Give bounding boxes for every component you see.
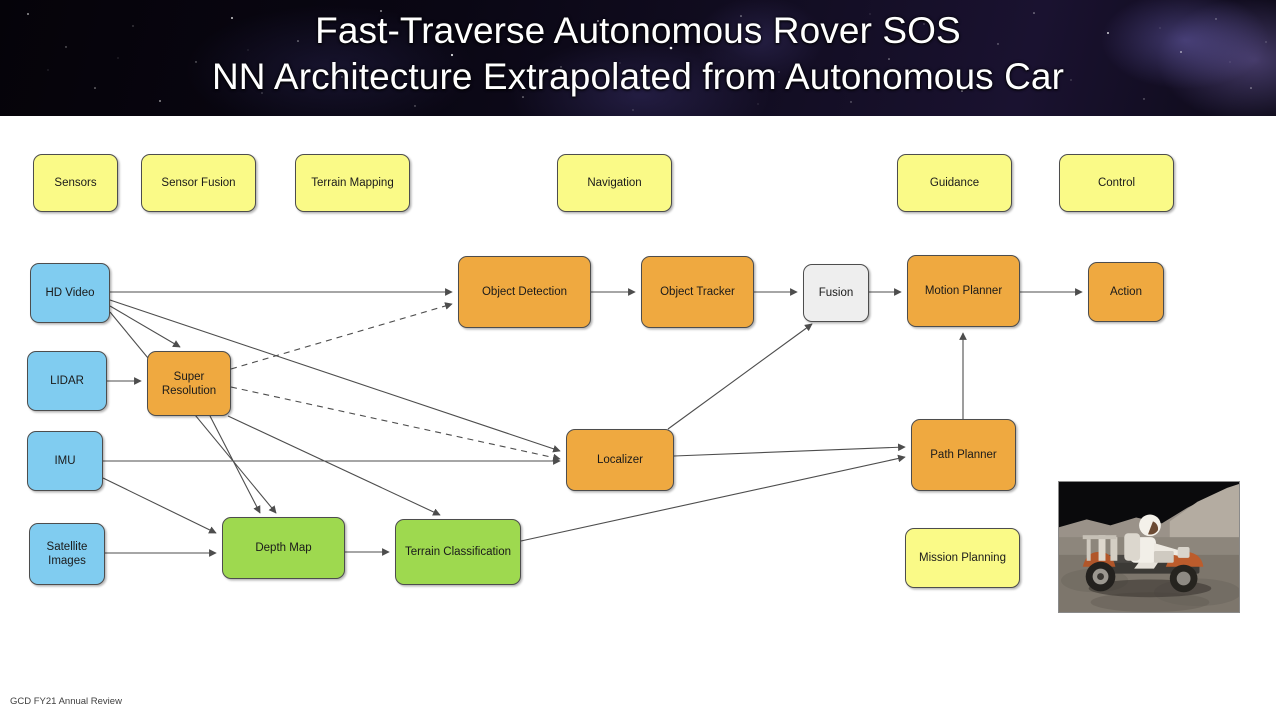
- lunar-rover-image: [1059, 482, 1239, 612]
- node-mission-planning[interactable]: Mission Planning: [905, 528, 1020, 588]
- node-path-planner-label: Path Planner: [930, 449, 997, 461]
- node-action[interactable]: Action: [1088, 262, 1164, 322]
- category-guidance-label: Guidance: [929, 177, 980, 189]
- node-depth-map-label: Depth Map: [255, 542, 312, 554]
- edge-imu-depth-map: [102, 477, 217, 534]
- category-navigation[interactable]: Navigation: [557, 154, 672, 212]
- edge-super-resolution-localizer: [230, 386, 561, 462]
- edge-localizer-path-planner: [673, 443, 906, 457]
- node-terrain-classification-label: Terrain Classification: [404, 546, 512, 558]
- edge-super-resolution-depth-map: [209, 415, 261, 514]
- category-guidance[interactable]: Guidance: [897, 154, 1012, 212]
- node-satellite-images[interactable]: Satellite Images: [29, 523, 105, 585]
- node-fusion-label: Fusion: [818, 287, 854, 299]
- node-motion-planner[interactable]: Motion Planner: [907, 255, 1020, 327]
- category-sensor-fusion[interactable]: Sensor Fusion: [141, 154, 256, 212]
- slide-header: Fast-Traverse Autonomous Rover SOS NN Ar…: [0, 0, 1276, 116]
- node-path-planner[interactable]: Path Planner: [911, 419, 1016, 491]
- category-control[interactable]: Control: [1059, 154, 1174, 212]
- node-object-tracker[interactable]: Object Tracker: [641, 256, 754, 328]
- category-sensors[interactable]: Sensors: [33, 154, 118, 212]
- category-sensor-fusion-label: Sensor Fusion: [161, 177, 236, 189]
- category-terrain-mapping-label: Terrain Mapping: [311, 177, 394, 189]
- node-imu-label: IMU: [54, 455, 76, 467]
- node-mission-planning-label: Mission Planning: [919, 552, 1006, 564]
- node-lidar[interactable]: LIDAR: [27, 351, 107, 411]
- node-object-tracker-label: Object Tracker: [660, 286, 735, 298]
- edge-hd-video-super-resolution: [109, 305, 181, 348]
- title-line-2: NN Architecture Extrapolated from Autono…: [211, 56, 1065, 97]
- category-navigation-label: Navigation: [587, 177, 642, 189]
- category-control-label: Control: [1097, 177, 1136, 189]
- node-lidar-label: LIDAR: [50, 375, 84, 387]
- node-hd-video[interactable]: HD Video: [30, 263, 110, 323]
- node-super-resolution[interactable]: Super Resolution: [147, 351, 231, 416]
- category-sensors-label: Sensors: [54, 177, 97, 189]
- footer-text: GCD FY21 Annual Review: [10, 696, 122, 707]
- edge-localizer-fusion: [667, 323, 813, 430]
- title-line-1: Fast-Traverse Autonomous Rover SOS: [315, 10, 961, 51]
- lunar-rover-photo: [1058, 481, 1240, 613]
- page-title: Fast-Traverse Autonomous Rover SOS NN Ar…: [0, 8, 1276, 100]
- node-satellite-images-label: Satellite Images: [46, 541, 88, 567]
- edge-super-resolution-terrain-classification: [227, 415, 441, 516]
- node-hd-video-label: HD Video: [45, 287, 95, 299]
- node-depth-map[interactable]: Depth Map: [222, 517, 345, 579]
- node-terrain-classification[interactable]: Terrain Classification: [395, 519, 521, 585]
- node-motion-planner-label: Motion Planner: [924, 285, 1003, 297]
- node-imu[interactable]: IMU: [27, 431, 103, 491]
- architecture-diagram: Sensors Sensor Fusion Terrain Mapping Na…: [0, 116, 1276, 714]
- category-terrain-mapping[interactable]: Terrain Mapping: [295, 154, 410, 212]
- node-localizer-label: Localizer: [596, 454, 644, 466]
- node-fusion[interactable]: Fusion: [803, 264, 869, 322]
- node-action-label: Action: [1110, 286, 1142, 298]
- node-super-resolution-label: Super Resolution: [161, 370, 217, 397]
- node-object-detection[interactable]: Object Detection: [458, 256, 591, 328]
- node-object-detection-label: Object Detection: [481, 286, 567, 298]
- edge-super-resolution-object-detection: [230, 302, 453, 370]
- node-localizer[interactable]: Localizer: [566, 429, 674, 491]
